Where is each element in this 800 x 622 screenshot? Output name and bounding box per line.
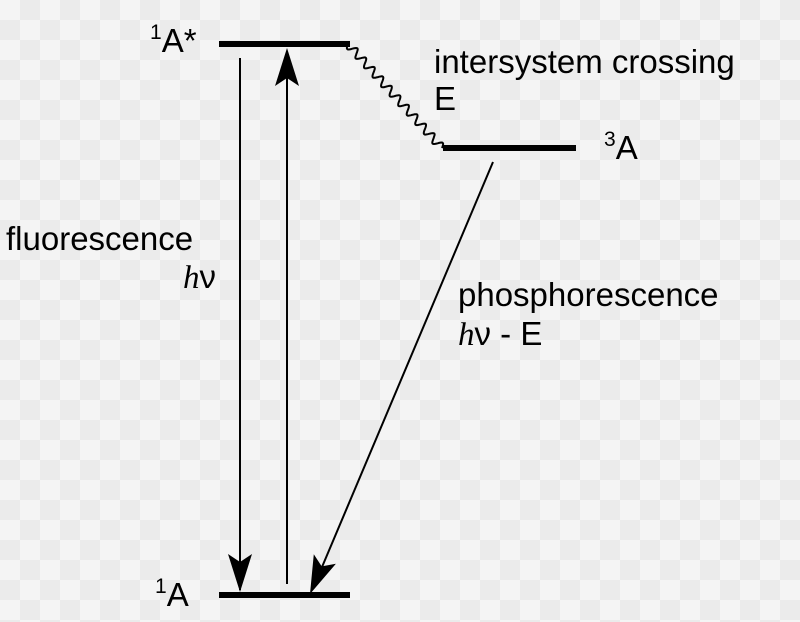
phosphorescence-arrowhead [310, 554, 336, 594]
absorption-arrowhead [275, 48, 299, 86]
isc-label: intersystem crossing [434, 43, 735, 80]
phosphorescence-arrow [313, 161, 494, 587]
fluorescence-label: fluorescence [6, 220, 194, 257]
phosphorescence-label: phosphorescence [458, 276, 719, 313]
fluorescence-arrowhead [228, 554, 252, 592]
s1-excited-label: 1A* [150, 21, 197, 59]
phosphorescence-energy-label: hν - E [458, 315, 543, 353]
t1-label: 3A [604, 128, 638, 166]
s0-label: 1A [155, 575, 189, 613]
isc-energy-label: E [434, 80, 457, 117]
fluorescence-energy-label: hν [183, 258, 216, 296]
isc-wavy-line [345, 43, 445, 149]
